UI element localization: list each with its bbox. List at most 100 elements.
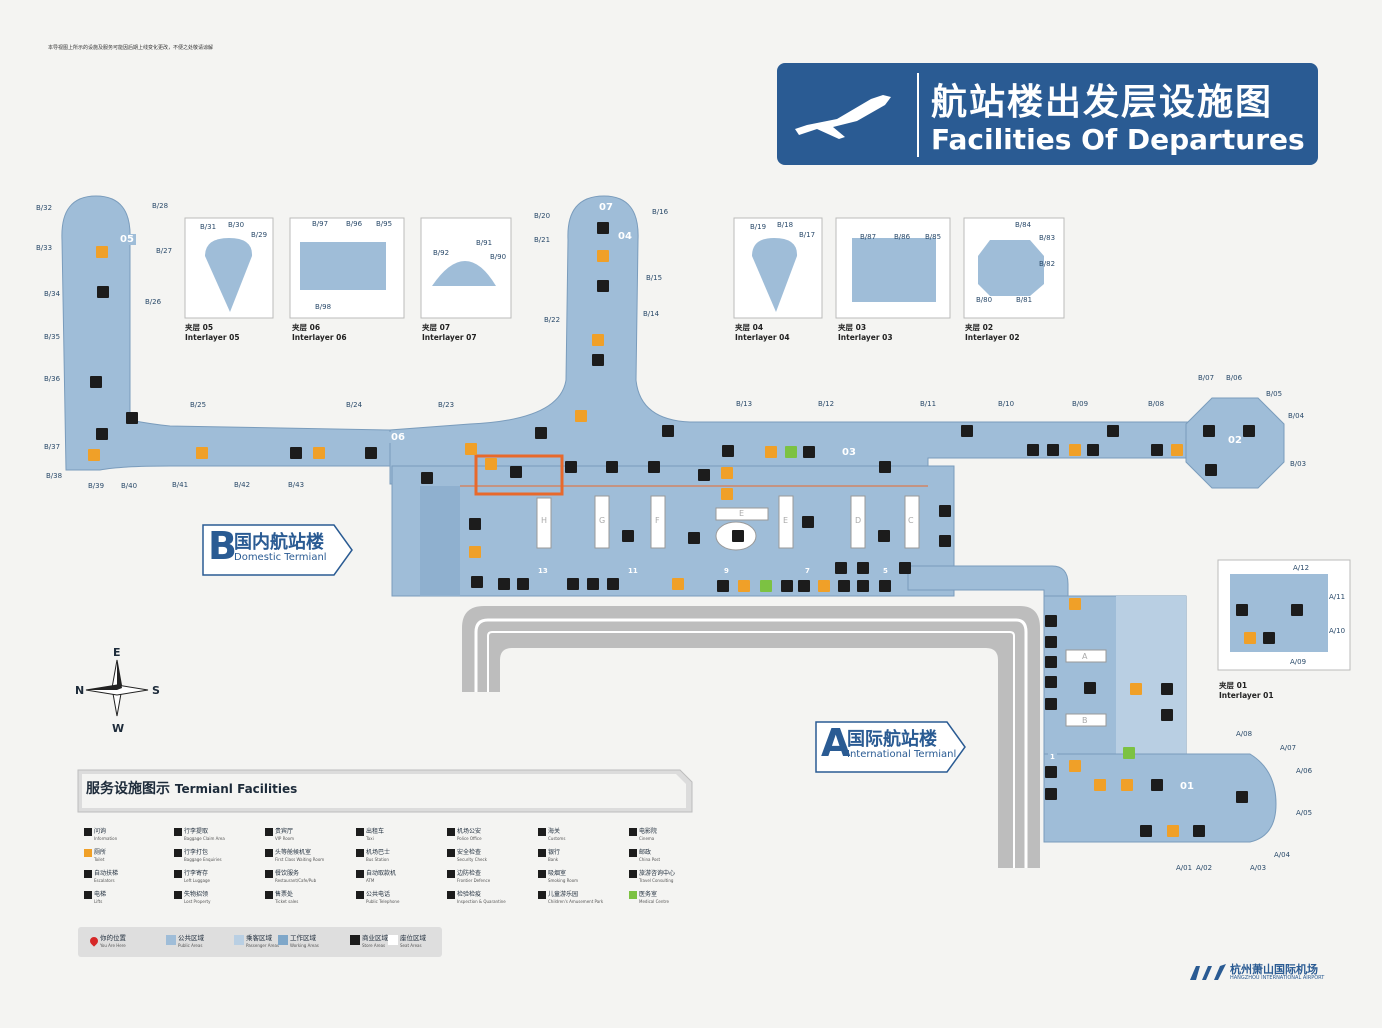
restaurant-icon: [592, 354, 604, 366]
medical-icon: [629, 891, 637, 899]
legend-item-label-zh: 邮政: [639, 849, 652, 856]
police-icon: [721, 467, 733, 479]
escalator-icon: [857, 562, 869, 574]
escalator-icon: [597, 222, 609, 234]
area-label-en: Public Areas: [178, 943, 203, 948]
toilet-icon: [1069, 444, 1081, 456]
kids-icon: [760, 580, 772, 592]
legend-item-label-en: Toilet: [94, 857, 105, 862]
gate-label: B/11: [920, 400, 937, 408]
restaurant-icon: [939, 505, 951, 517]
legend-item-label-en: Frontier Defence: [457, 878, 491, 883]
escalator-icon: [1045, 698, 1057, 710]
phone-icon: [356, 891, 364, 899]
gate-label: B/30: [228, 221, 245, 229]
info-icon: [878, 530, 890, 542]
area-swatch: [388, 935, 398, 945]
legend-item-label-zh: 公共电话: [366, 891, 391, 898]
gate-label: B/82: [1039, 260, 1056, 268]
bank-icon: [538, 849, 546, 857]
page-title-zh: 航站楼出发层设施图: [931, 82, 1274, 123]
checkin-row-label: E: [739, 509, 745, 518]
legend-item-label-zh: 医务室: [639, 891, 658, 898]
area-label-zh: 乘客区域: [246, 934, 272, 942]
gate-label: B/91: [476, 239, 493, 247]
first-class-icon: [265, 849, 273, 857]
shop-icon: [961, 425, 973, 437]
checkin-row-label: H: [541, 516, 548, 525]
legend-item-label-zh: 安全检查: [457, 849, 482, 856]
legend-title-zh: 服务设施图示: [86, 781, 170, 797]
restaurant-icon: [290, 447, 302, 459]
compass-west: W: [112, 722, 125, 735]
gate-label: B/26: [145, 298, 162, 306]
security-icon: [510, 466, 522, 478]
gate-label: B/95: [376, 220, 393, 228]
legend-item-label-en: Baggage Enquiries: [184, 857, 222, 862]
legend-title: 服务设施图示 Termianl Facilities: [86, 778, 297, 798]
area-label-en: Passenger Areas: [246, 943, 280, 948]
legend-item-label-en: Taxi: [366, 836, 374, 841]
legend-item-label-en: Left Luggage: [184, 878, 211, 883]
escalator-icon: [879, 580, 891, 592]
zone-01-label: 01: [1178, 781, 1196, 792]
frontier-icon: [606, 461, 618, 473]
gate-label: B/29: [251, 231, 268, 239]
cinema-icon: [629, 828, 637, 836]
legend-item-label-zh: 问询: [94, 828, 107, 835]
left-luggage-icon: [857, 580, 869, 592]
toilet-icon: [88, 449, 100, 461]
toilet-icon: [313, 447, 325, 459]
vip-icon: [1161, 709, 1173, 721]
escalator-icon: [698, 469, 710, 481]
toilet-icon: [597, 250, 609, 262]
medical-icon: [785, 446, 797, 458]
legend-item-label-en: Restaurant/Cafe/Pub: [275, 878, 317, 883]
compass-east: E: [113, 646, 121, 659]
restaurant-icon: [1151, 444, 1163, 456]
plane-icon: [795, 95, 891, 139]
info-icon: [1084, 682, 1096, 694]
legend-item-label-zh: 旅游咨询中心: [639, 870, 676, 877]
gate-label: B/92: [433, 249, 450, 257]
escalator-icon: [1087, 444, 1099, 456]
restaurant-icon: [265, 870, 273, 878]
medical-icon: [1123, 747, 1135, 759]
legend-title-en: Termianl Facilities: [174, 782, 298, 796]
compass-south: S: [152, 684, 160, 697]
toilet-icon: [1121, 779, 1133, 791]
gate-label: B/14: [643, 310, 660, 318]
lost-property-icon: [174, 891, 182, 899]
restaurant-icon: [1047, 444, 1059, 456]
area-label-en: Seat Areas: [400, 943, 422, 948]
legend-item-label-en: Customs: [548, 836, 566, 841]
legend-item-label-zh: 机场公安: [457, 828, 482, 835]
gate-label: B/34: [44, 290, 61, 298]
legend-item-label-zh: 电影院: [639, 828, 658, 835]
toilet-icon: [485, 458, 497, 470]
escalator-icon: [1291, 604, 1303, 616]
terminal-a-name-en: International Termianl: [847, 749, 957, 760]
zone-05-label: 05: [118, 234, 136, 245]
bus-icon: [356, 849, 364, 857]
taxi-icon: [356, 828, 364, 836]
zone-06-label: 06: [389, 432, 407, 443]
atm-icon: [607, 578, 619, 590]
smoking-icon: [538, 870, 546, 878]
